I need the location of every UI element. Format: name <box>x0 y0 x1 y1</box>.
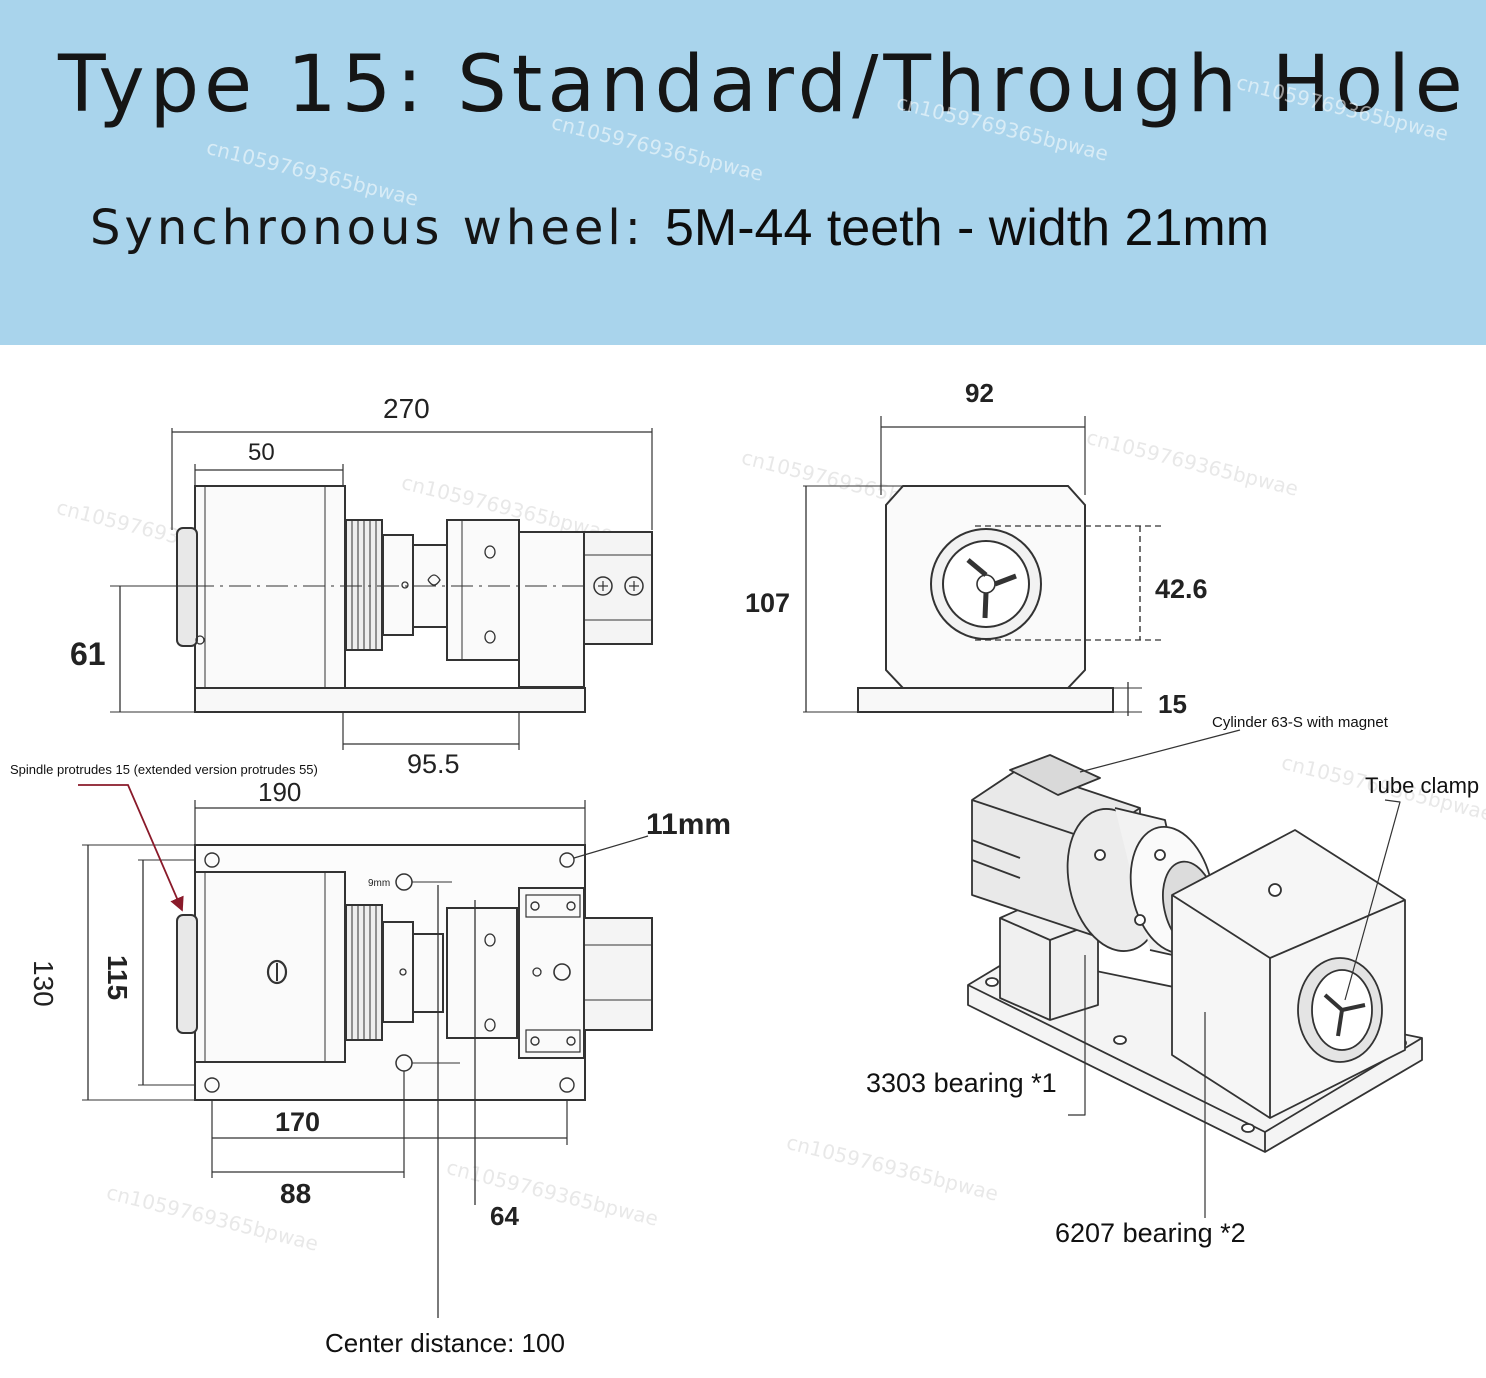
dim-side-50: 50 <box>248 439 275 466</box>
dim-side-95-5: 95.5 <box>407 749 460 779</box>
center-distance-label: Center distance: 100 <box>325 1328 565 1358</box>
dim-top-9mm: 9mm <box>368 878 390 889</box>
dim-top-190: 190 <box>258 777 301 807</box>
isometric-view <box>967 729 1423 1218</box>
end-view <box>803 416 1165 716</box>
page-title: Type 15: Standard/Through Hole <box>58 40 1468 130</box>
dim-top-130: 130 <box>28 960 59 1007</box>
dim-side-61: 61 <box>70 636 106 672</box>
tube-clamp-label: Tube clamp <box>1365 773 1479 798</box>
dim-side-270: 270 <box>383 393 430 424</box>
spindle-leader <box>78 784 184 912</box>
top-view <box>82 800 653 1318</box>
dim-top-88: 88 <box>280 1178 311 1209</box>
dim-top-170: 170 <box>275 1107 320 1137</box>
dim-end-42-6: 42.6 <box>1155 574 1208 604</box>
subtitle-label: Synchronous wheel: <box>90 200 645 256</box>
dim-top-115: 115 <box>102 955 133 1000</box>
dim-end-107: 107 <box>745 588 790 618</box>
bearing-3303-label: 3303 bearing *1 <box>866 1068 1057 1098</box>
dim-end-15: 15 <box>1158 689 1187 719</box>
header-banner: Type 15: Standard/Through Hole Synchrono… <box>0 0 1486 345</box>
side-view <box>110 428 653 750</box>
dim-top-11mm: 11mm <box>646 808 731 841</box>
bearing-6207-label: 6207 bearing *2 <box>1055 1218 1246 1248</box>
subtitle-value: 5M-44 teeth - width 21mm <box>665 199 1270 257</box>
dim-end-92: 92 <box>965 378 994 408</box>
spindle-note: Spindle protrudes 15 (extended version p… <box>10 762 318 777</box>
dim-top-64: 64 <box>490 1201 519 1231</box>
cylinder-label: Cylinder 63-S with magnet <box>1212 714 1389 731</box>
